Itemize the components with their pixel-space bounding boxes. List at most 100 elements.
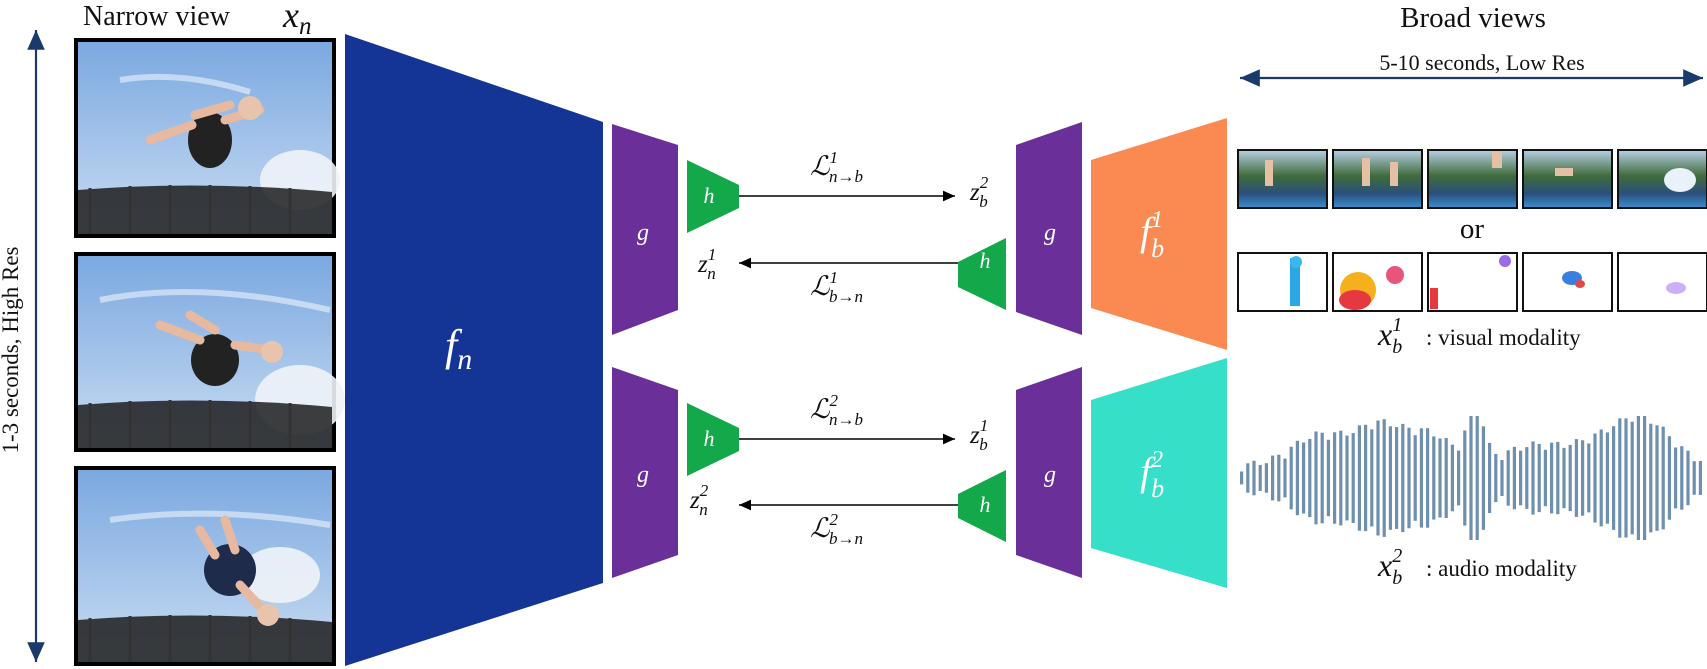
g-label-right-top: g — [1044, 220, 1056, 246]
narrow-frame-2 — [74, 252, 345, 452]
broad-views-title: Broad views — [1400, 2, 1546, 34]
waveform-bar — [1240, 471, 1244, 485]
waveform-bar — [1388, 426, 1392, 530]
waveform-bar — [1283, 458, 1287, 498]
waveform-bar — [1432, 436, 1436, 520]
rgb-thumb-5 — [1617, 149, 1707, 209]
waveform-bar — [1581, 440, 1585, 516]
waveform-bar — [1587, 443, 1591, 513]
waveform-bar — [1661, 426, 1665, 530]
waveform-bar — [1674, 447, 1678, 509]
flow-thumb-5 — [1617, 252, 1707, 312]
waveform-bar — [1426, 428, 1430, 528]
waveform-bar — [1568, 444, 1572, 512]
broad-rgb-thumbnails — [1237, 149, 1707, 209]
waveform-bar — [1463, 430, 1467, 526]
g-label-right-bottom: g — [1044, 462, 1056, 488]
waveform-bar — [1692, 461, 1696, 495]
broad-projector-g-bottom — [1016, 367, 1082, 578]
waveform-bar — [1339, 430, 1343, 526]
waveform-bar — [1395, 427, 1399, 529]
narrow-predictor-h-bottom — [687, 403, 739, 476]
rgb-thumb-2 — [1332, 149, 1423, 209]
flow-thumb-4 — [1522, 252, 1613, 312]
waveform-bar — [1320, 432, 1324, 524]
waveform-bar — [1407, 427, 1411, 529]
broad-predictor-h-top — [958, 238, 1006, 310]
waveform-bar — [1252, 460, 1256, 496]
g-label-left-bottom: g — [637, 462, 649, 488]
narrow-view-symbol-sub: n — [299, 13, 312, 40]
waveform-bar — [1376, 420, 1380, 536]
flow-thumb-3 — [1427, 252, 1518, 312]
waveform-bar — [1698, 460, 1702, 495]
waveform-bar — [1519, 450, 1523, 506]
waveform-bar — [1525, 447, 1529, 509]
waveform-bar — [1444, 438, 1448, 518]
waveform-bar — [1271, 455, 1275, 501]
waveform-bar — [1370, 429, 1374, 527]
narrow-view-symbol: x — [282, 0, 299, 35]
waveform-bar — [1345, 435, 1349, 521]
waveform-bar — [1667, 436, 1671, 520]
waveform-bar — [1494, 453, 1498, 503]
waveform-bar — [1506, 450, 1510, 506]
waveform-bar — [1636, 416, 1640, 540]
waveform-bar — [1364, 424, 1368, 532]
waveform-bar — [1599, 429, 1603, 527]
waveform-bar — [1512, 446, 1516, 510]
waveform-bar — [1562, 447, 1566, 509]
visual-symbol: x — [1377, 316, 1392, 352]
h-label-left-top: h — [704, 183, 715, 208]
waveform-bar — [1302, 442, 1306, 514]
waveform-bar — [1574, 439, 1578, 517]
waveform-bar — [1246, 463, 1250, 493]
rgb-thumb-1 — [1237, 149, 1328, 209]
rgb-thumb-4 — [1522, 149, 1613, 209]
waveform-bar — [1457, 450, 1461, 506]
narrow-frame-1 — [74, 38, 340, 238]
broad-predictor-h-bottom — [958, 470, 1006, 542]
flow-thumb-2 — [1332, 252, 1423, 312]
waveform-bar — [1289, 446, 1293, 510]
waveform-bar — [1401, 423, 1405, 533]
svg-text:xn: xn — [282, 0, 311, 40]
waveform-bar — [1277, 454, 1281, 502]
waveform-bar — [1308, 438, 1312, 518]
waveform-bar — [1655, 425, 1659, 531]
waveform-bar — [1643, 416, 1647, 540]
fb2-sup: 2 — [1151, 447, 1163, 473]
waveform-bar — [1438, 438, 1442, 518]
waveform-bar — [1351, 433, 1355, 523]
waveform-bar — [1531, 441, 1535, 515]
broad-projector-g-top — [1016, 122, 1082, 335]
narrow-predictor-h-top — [687, 160, 739, 233]
svg-text:x1b: x1b — [1377, 314, 1402, 358]
waveform-bar — [1258, 465, 1262, 491]
visual-sup: 1 — [1392, 314, 1402, 336]
broad-encoder-fb2 — [1091, 358, 1227, 588]
waveform-bar — [1481, 426, 1485, 530]
fb2-sub: b — [1151, 474, 1164, 503]
waveform-bar — [1680, 446, 1684, 510]
audio-sup: 2 — [1392, 545, 1402, 567]
waveform-bar — [1333, 432, 1337, 524]
waveform-bar — [1612, 426, 1616, 530]
narrow-view-title: Narrow view xn — [83, 0, 311, 40]
waveform-bar — [1624, 418, 1628, 538]
waveform-bar — [1357, 425, 1361, 531]
h-label-right-top: h — [980, 248, 991, 273]
waveform-bar — [1419, 428, 1423, 528]
